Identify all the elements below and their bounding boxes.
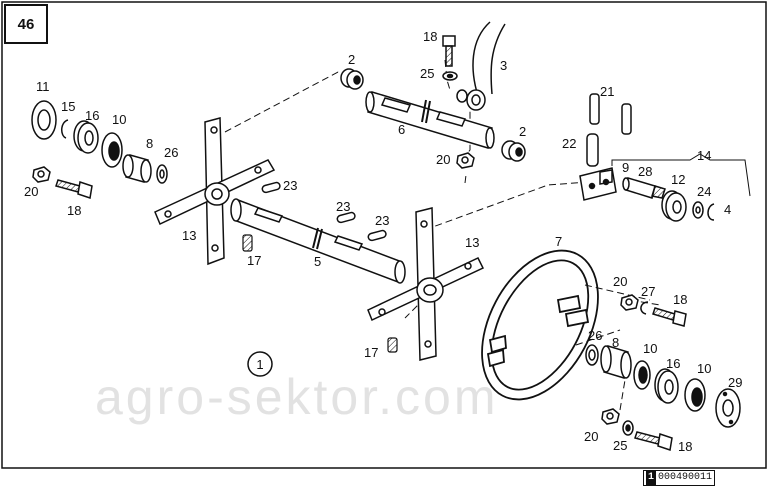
washer-26-left (156, 164, 168, 184)
key-23-c (367, 229, 387, 242)
cover-11 (31, 100, 57, 140)
bolt-18-wheel (652, 307, 687, 327)
callout-20: 20 (584, 429, 598, 444)
lever-3 (456, 21, 506, 111)
seal-10-right-b (684, 378, 706, 412)
set-screw-17-left (242, 234, 253, 252)
callout-16: 16 (666, 356, 680, 371)
callout-23: 23 (336, 199, 350, 214)
watermark: agro-sektor.com (95, 369, 499, 425)
callout-28: 28 (638, 164, 652, 179)
callout-29: 29 (728, 375, 742, 390)
callout-18: 18 (678, 439, 692, 454)
spacer-8-left (122, 154, 152, 183)
callout-13: 13 (182, 228, 196, 243)
lock-washer-27 (640, 301, 649, 315)
callout-8: 8 (612, 335, 619, 350)
callout-labels: 2 2 3 4 5 6 7 8 8 9 10 10 10 11 12 13 13… (24, 29, 742, 454)
callout-7: 7 (555, 234, 562, 249)
callout-16: 16 (85, 108, 99, 123)
callout-20: 20 (436, 152, 450, 167)
bushing-2-left (340, 68, 364, 90)
nut-20-mid (456, 152, 475, 169)
cross-arm-13-right (367, 207, 485, 361)
circlip-15 (61, 119, 69, 139)
wheel-7 (481, 249, 599, 401)
callout-25: 25 (613, 438, 627, 453)
drawing-frame (1, 1, 767, 469)
seal-10-right-a (633, 360, 651, 390)
bushing-2-right (501, 140, 526, 162)
callout-20: 20 (24, 184, 38, 199)
callout-17: 17 (247, 253, 261, 268)
shaft-5 (230, 198, 406, 284)
callout-4: 4 (724, 202, 731, 217)
washer-25-lower (622, 420, 634, 436)
callout-10: 10 (697, 361, 711, 376)
bolt-18-top (442, 35, 458, 81)
callout-13: 13 (465, 235, 479, 250)
callout-21: 21 (600, 84, 614, 99)
group-bracket-14 (611, 153, 751, 197)
shaft-6 (365, 91, 495, 149)
washer-24 (692, 201, 704, 219)
cover-29 (715, 388, 741, 428)
callout-6: 6 (398, 122, 405, 137)
callout-23: 23 (375, 213, 389, 228)
pins-21 (589, 93, 632, 135)
bolt-18-lower (634, 431, 673, 451)
nut-20-wheel (620, 294, 639, 311)
callout-8: 8 (146, 136, 153, 151)
bearing-16-left (73, 120, 99, 154)
callout-11: 11 (36, 79, 50, 94)
callout-27: 27 (641, 284, 655, 299)
nut-20-lower (601, 408, 620, 425)
callout-20: 20 (613, 274, 627, 289)
callout-3: 3 (500, 58, 507, 73)
bracket-9 (579, 167, 617, 201)
callout-5: 5 (314, 254, 321, 269)
set-screw-17-right (387, 337, 398, 353)
callout-25: 25 (420, 66, 434, 81)
code-number: 000490011 (658, 472, 713, 483)
key-23-b (336, 211, 356, 224)
callout-22: 22 (562, 136, 576, 151)
callout-2: 2 (348, 52, 355, 67)
pin-22 (586, 133, 599, 167)
group-number: 1 (256, 357, 263, 372)
callout-12: 12 (671, 172, 685, 187)
callout-14: 14 (697, 148, 711, 163)
bearing-12 (661, 190, 687, 222)
callout-10: 10 (643, 341, 657, 356)
washer-26-right (585, 344, 599, 366)
cross-arm-13-left (154, 117, 276, 266)
callout-26: 26 (164, 145, 178, 160)
callout-15: 15 (61, 99, 75, 114)
callout-18: 18 (673, 292, 687, 307)
callout-9: 9 (622, 160, 629, 175)
page-number-box: 46 (4, 4, 48, 44)
callout-26: 26 (588, 328, 602, 343)
page-number: 46 (17, 15, 35, 33)
spindle-28 (622, 177, 666, 199)
callout-17: 17 (364, 345, 378, 360)
callout-24: 24 (697, 184, 711, 199)
nut-20-left (32, 166, 51, 183)
bearing-16-right (654, 368, 679, 404)
circlip-4 (707, 203, 715, 221)
callout-18: 18 (423, 29, 437, 44)
bolt-18-left (55, 179, 93, 199)
callout-23: 23 (283, 178, 297, 193)
key-23-a (261, 181, 281, 194)
seal-10-left (101, 132, 123, 168)
callout-10: 10 (112, 112, 126, 127)
group-circle (247, 351, 273, 377)
callout-2: 2 (519, 124, 526, 139)
callout-18: 18 (67, 203, 81, 218)
spacer-8-right (600, 345, 632, 379)
code-prefix: 1 (646, 471, 657, 485)
